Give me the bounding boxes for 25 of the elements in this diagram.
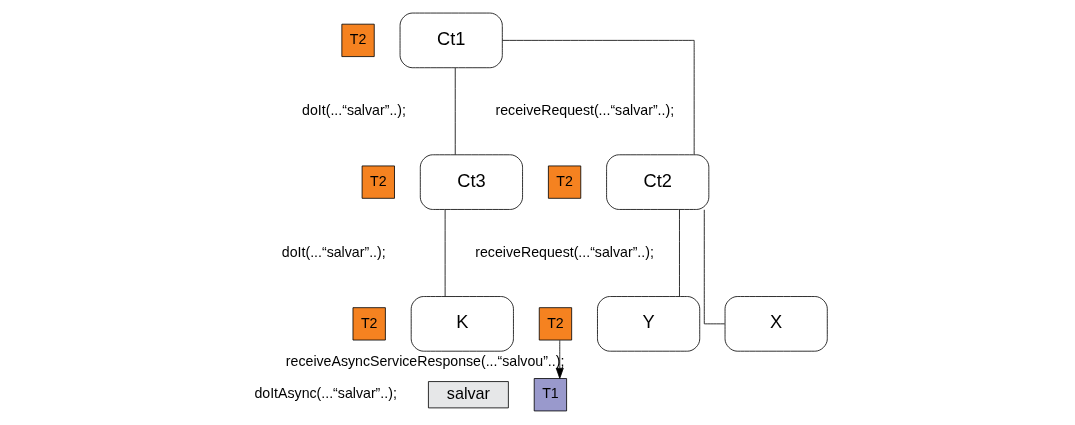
- connector: [501, 39, 695, 155]
- label: doIt(...“salvar”..);: [301, 101, 406, 118]
- node-box: Ct3: [419, 153, 523, 210]
- node-box: X: [724, 295, 828, 352]
- node-box: T2: [547, 165, 581, 199]
- node-box: T2: [361, 165, 395, 199]
- node-box: T1: [533, 377, 567, 411]
- node-box: T2: [340, 23, 375, 57]
- edge-label: receiveAsyncServiceResponse(...“salvou”..);: [285, 352, 564, 369]
- connector: [444, 208, 445, 297]
- label: receiveRequest(...“salvar”..);: [495, 101, 674, 118]
- node-box: T2: [538, 306, 572, 340]
- arrow: [555, 339, 564, 379]
- connector: [454, 67, 456, 155]
- node-box: K: [410, 295, 514, 352]
- node-box: Y: [596, 295, 700, 352]
- label: doIt(...“salvar”..);: [281, 243, 386, 260]
- connector: [678, 208, 680, 297]
- label: doItAsync(...“salvar”..);: [253, 384, 397, 401]
- node-box: Ct1: [399, 12, 503, 68]
- connector: [703, 208, 725, 324]
- label: receiveRequest(...“salvar”..);: [474, 243, 654, 260]
- node-box: Ct2: [605, 153, 709, 210]
- node-box: salvar: [427, 380, 509, 408]
- node-box: T2: [352, 306, 386, 340]
